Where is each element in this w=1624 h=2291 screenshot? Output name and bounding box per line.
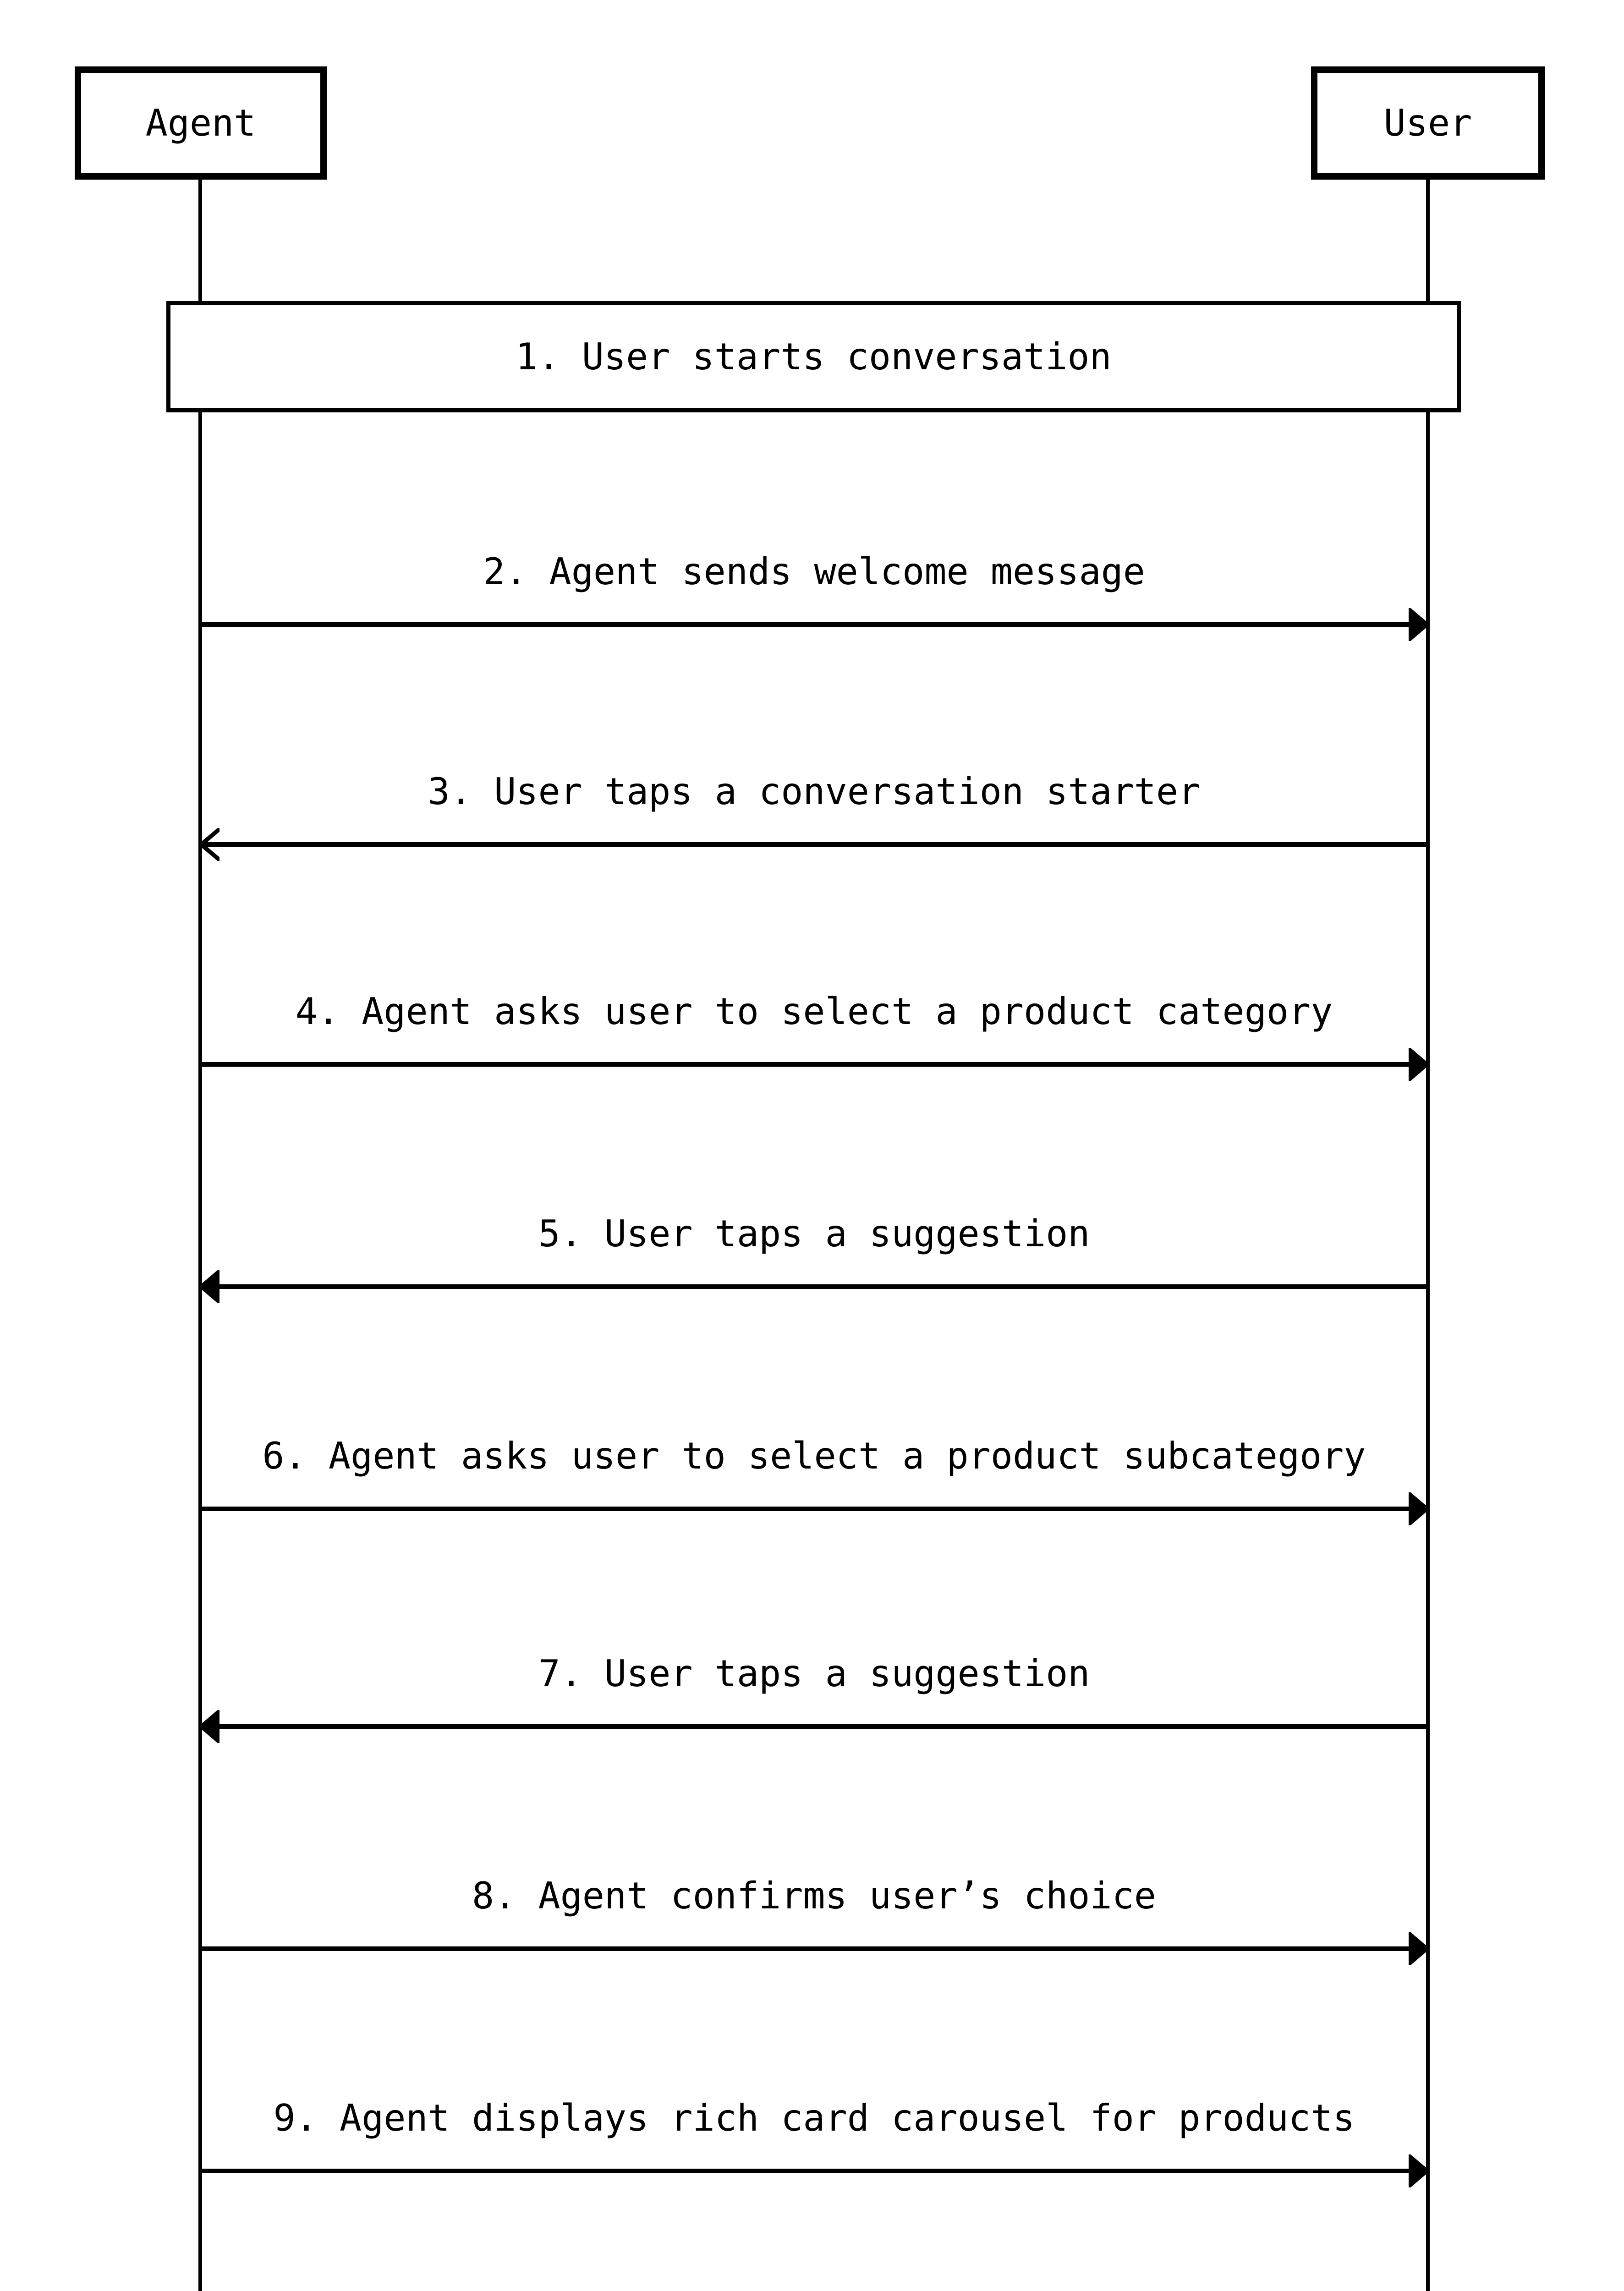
message-line xyxy=(200,622,1428,627)
message-line xyxy=(200,1062,1428,1067)
arrowhead-right-icon xyxy=(1409,1048,1429,1081)
message-label: 9. Agent displays rich card carousel for… xyxy=(273,2097,1355,2139)
message-line xyxy=(200,1724,1428,1729)
arrowhead-right-icon xyxy=(1409,1492,1429,1525)
lifeline-user xyxy=(1426,180,1430,2291)
note-box: 1. User starts conversation xyxy=(166,301,1461,412)
participant-label-user: User xyxy=(1383,102,1472,144)
participant-box-agent-top: Agent xyxy=(75,66,327,180)
arrowhead-left-icon xyxy=(199,1270,219,1303)
message-label: 5. User taps a suggestion xyxy=(538,1212,1090,1255)
message-label: 7. User taps a suggestion xyxy=(538,1652,1090,1695)
participant-label-agent: Agent xyxy=(145,102,256,144)
arrowhead-right-icon xyxy=(1409,608,1429,641)
arrowhead-left-open-icon xyxy=(199,828,219,861)
lifeline-agent xyxy=(198,180,202,2291)
message-label: 8. Agent confirms user’s choice xyxy=(472,1874,1157,1917)
message-label: 3. User taps a conversation starter xyxy=(428,770,1201,813)
message-label: 4. Agent asks user to select a product c… xyxy=(295,990,1333,1033)
participant-box-user-top: User xyxy=(1311,66,1545,180)
message-label: 6. Agent asks user to select a product s… xyxy=(262,1435,1366,1477)
arrowhead-right-icon xyxy=(1409,2154,1429,2187)
note-label: 1. User starts conversation xyxy=(516,335,1112,378)
message-line xyxy=(200,1284,1428,1289)
message-line xyxy=(200,1946,1428,1951)
message-line xyxy=(200,1507,1428,1511)
message-line xyxy=(200,2169,1428,2173)
message-label: 2. Agent sends welcome message xyxy=(483,550,1145,593)
message-line xyxy=(200,842,1428,847)
arrowhead-left-icon xyxy=(199,1710,219,1743)
arrowhead-right-icon xyxy=(1409,1932,1429,1965)
